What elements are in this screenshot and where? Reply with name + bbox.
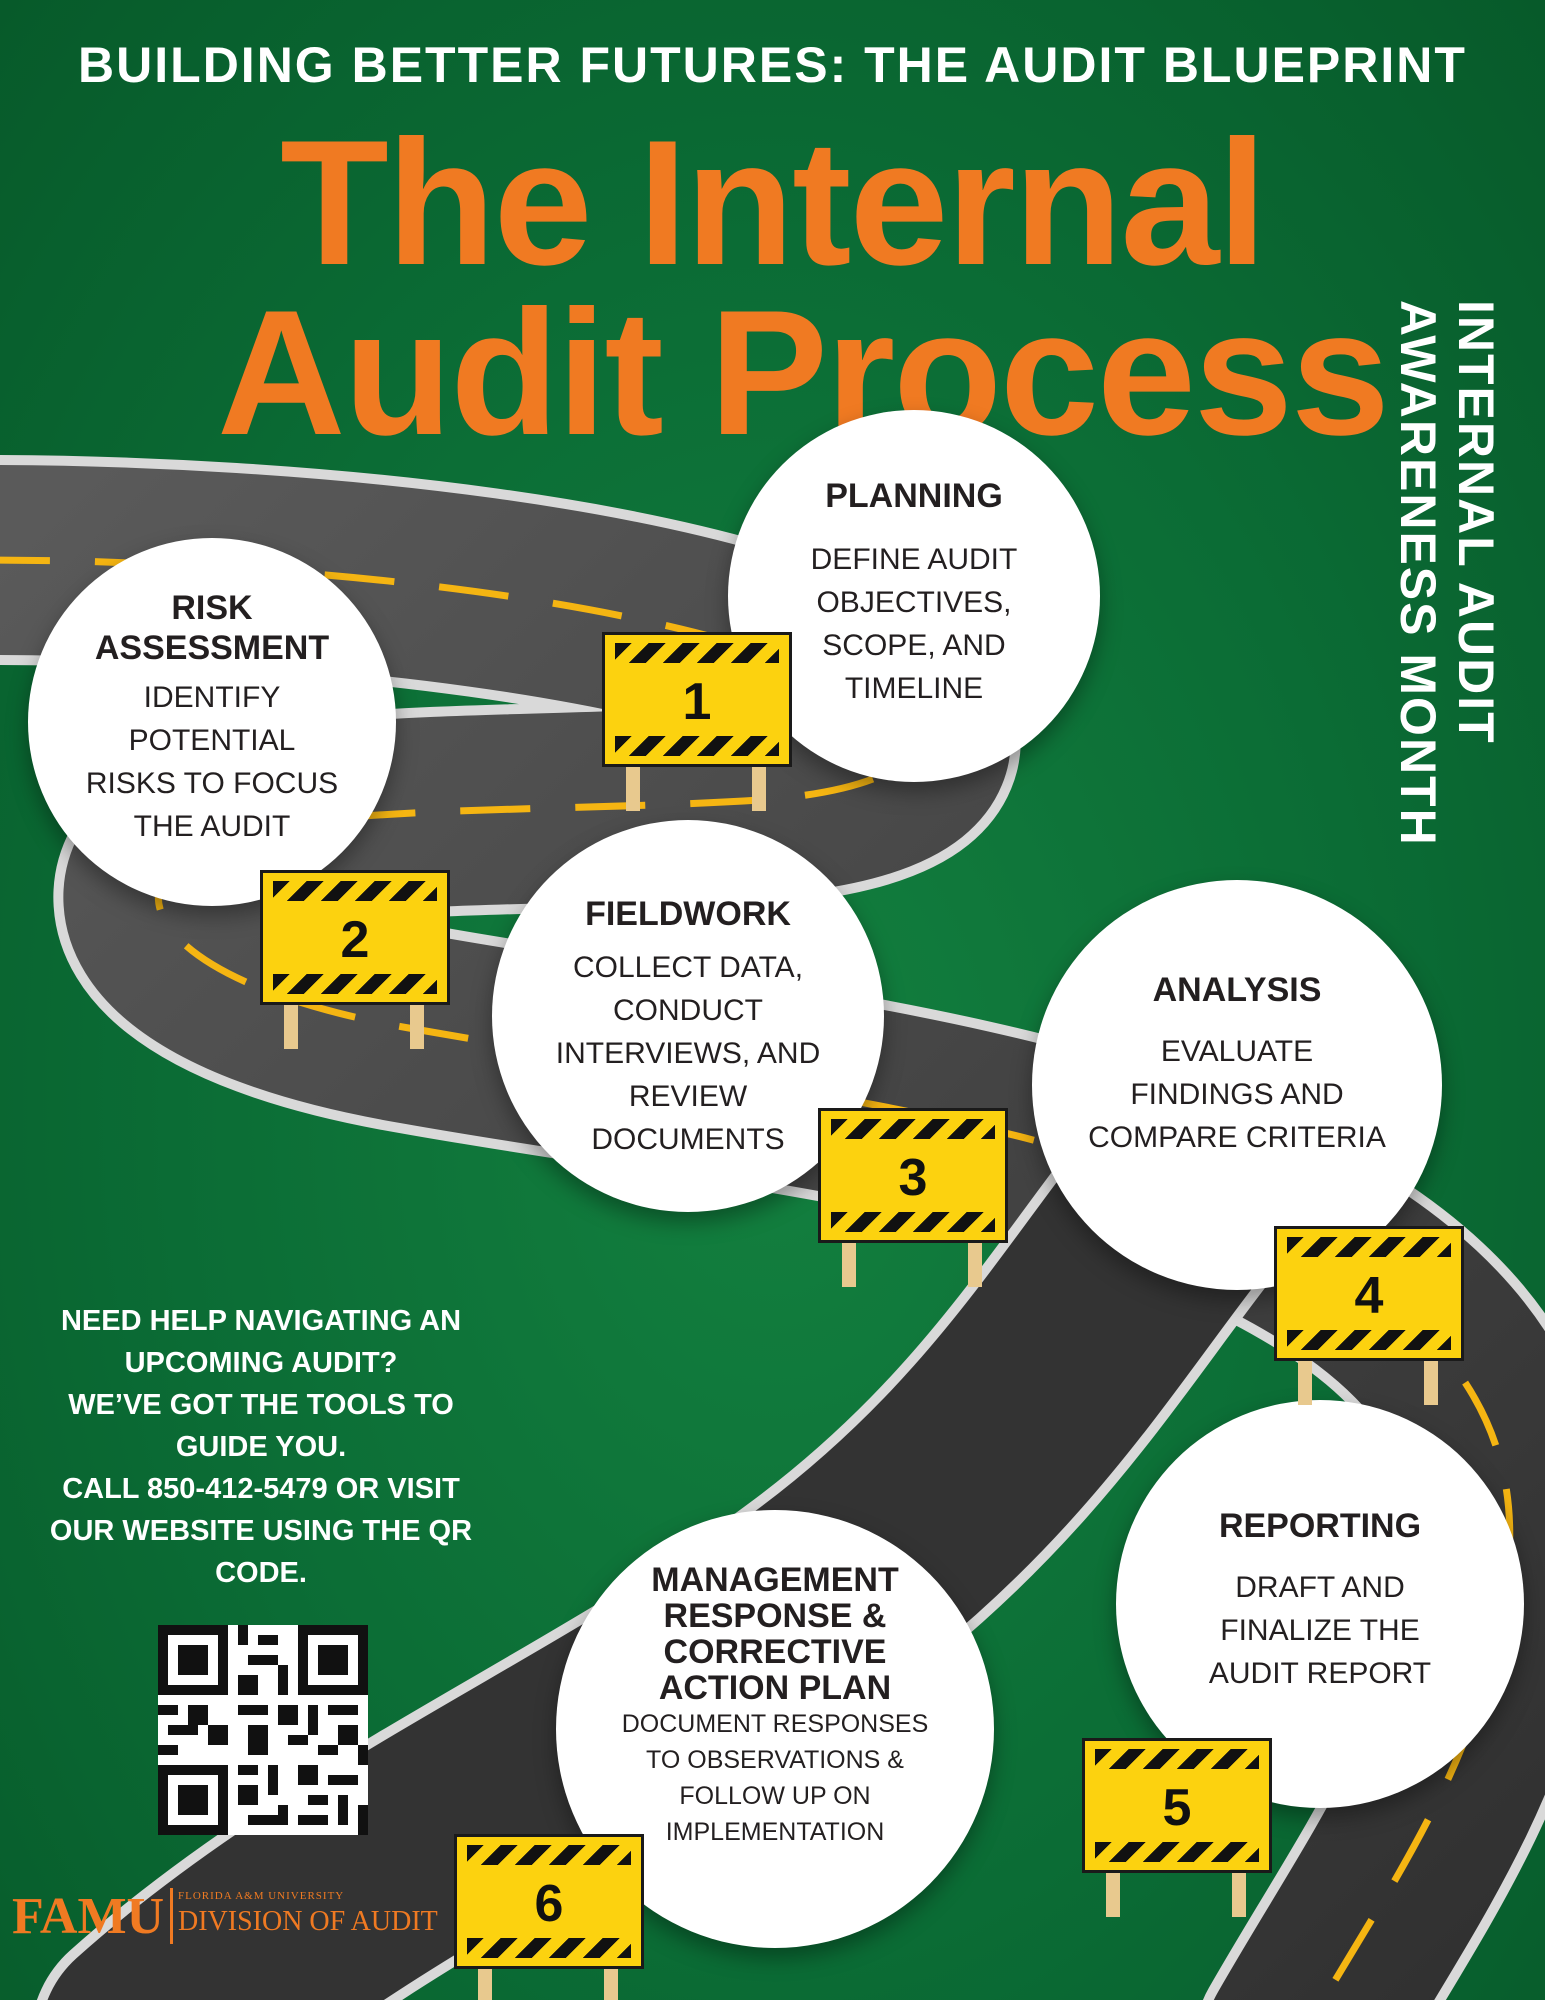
logo-mark: FAMU	[12, 1888, 165, 1945]
step-sign-3: 3	[818, 1108, 1008, 1287]
step-sign-2: 2	[260, 870, 450, 1049]
logo-division: DIVISION OF AUDIT	[178, 1906, 438, 1937]
step-desc-line: TO OBSERVATIONS &	[646, 1746, 904, 1774]
step-title: ANALYSIS	[1152, 971, 1322, 1009]
step-desc-line: FINALIZE THE	[1220, 1614, 1420, 1647]
step-title-line: ACTION PLAN	[658, 1669, 892, 1707]
famu-logo-icon: FAMU FLORIDA A&M UNIVERSITY DIVISION OF …	[12, 1886, 442, 1946]
step-desc-line: IDENTIFY	[143, 681, 281, 714]
step-title: PLANNING	[825, 477, 1003, 515]
step-desc-line: POTENTIAL	[128, 724, 296, 757]
help-line: GUIDE YOU.	[175, 1431, 347, 1463]
help-text: NEED HELP NAVIGATING AN UPCOMING AUDIT? …	[36, 1300, 486, 1594]
step-title-line: MANAGEMENT	[651, 1561, 899, 1599]
step-sign-5: 5	[1082, 1738, 1272, 1917]
step-number: 1	[682, 673, 712, 731]
step-number: 6	[534, 1875, 564, 1933]
step-number: 3	[898, 1149, 928, 1207]
step-desc-line: RISKS TO FOCUS	[85, 767, 339, 800]
step-title-line: CORRECTIVE	[663, 1633, 887, 1671]
step-desc-line: INTERVIEWS, AND	[555, 1037, 821, 1070]
help-line: OUR WEBSITE USING THE QR	[49, 1515, 473, 1547]
step-desc-line: EVALUATE	[1160, 1035, 1314, 1068]
step-number: 2	[340, 911, 370, 969]
awareness-line-2: AWARENESS MONTH	[1390, 300, 1446, 847]
step-desc-line: THE AUDIT	[133, 810, 291, 843]
awareness-month-label: INTERNAL AUDIT AWARENESS MONTH	[1375, 300, 1505, 870]
step-desc-line: REVIEW	[628, 1080, 748, 1113]
road-center-line	[0, 556, 1514, 2000]
step-desc-line: SCOPE, AND	[822, 629, 1006, 662]
step-title: REPORTING	[1218, 1507, 1422, 1545]
step-number: 4	[1354, 1267, 1384, 1325]
poster-subtitle: BUILDING BETTER FUTURES: THE AUDIT BLUEP…	[78, 37, 1467, 93]
step-desc-line: DOCUMENTS	[591, 1123, 785, 1156]
help-line: UPCOMING AUDIT?	[124, 1347, 398, 1379]
step-title-line: RISK	[171, 589, 253, 627]
step-sign-4: 4	[1274, 1226, 1464, 1405]
qr-code-icon[interactable]	[158, 1625, 368, 1835]
step-title-line: ASSESSMENT	[94, 629, 330, 667]
help-line: WE’VE GOT THE TOOLS TO	[68, 1389, 454, 1421]
step-desc-line: TIMELINE	[844, 672, 984, 705]
step-desc-line: DRAFT AND	[1235, 1571, 1405, 1604]
step-number: 5	[1162, 1779, 1192, 1837]
step-title: FIELDWORK	[585, 895, 791, 933]
poster-title-line-2: Audit Process	[217, 273, 1390, 472]
step-desc-line: FINDINGS AND	[1130, 1078, 1344, 1111]
logo-university: FLORIDA A&M UNIVERSITY	[178, 1890, 345, 1902]
step-desc-line: CONDUCT	[613, 994, 763, 1027]
step-desc-line: IMPLEMENTATION	[665, 1818, 885, 1846]
step-desc-line: DEFINE AUDIT	[810, 543, 1018, 576]
step-desc-line: AUDIT REPORT	[1208, 1657, 1432, 1690]
step-desc-line: COMPARE CRITERIA	[1088, 1121, 1386, 1154]
logo-divider	[170, 1888, 173, 1944]
step-desc-line: FOLLOW UP ON	[679, 1782, 871, 1810]
help-line: CALL 850-412-5479 OR VISIT	[62, 1473, 460, 1505]
step-sign-6: 6	[454, 1834, 644, 2000]
step-title-line: RESPONSE &	[663, 1597, 887, 1635]
step-analysis-circle: ANALYSIS EVALUATE FINDINGS AND COMPARE C…	[1032, 880, 1442, 1290]
step-risk-assessment-circle: RISK ASSESSMENT IDENTIFY POTENTIAL RISKS…	[28, 538, 396, 906]
step-desc-line: OBJECTIVES,	[816, 586, 1012, 619]
poster-title-line-1: The Internal	[280, 103, 1267, 302]
help-line: NEED HELP NAVIGATING AN	[60, 1305, 462, 1337]
step-desc-line: COLLECT DATA,	[572, 951, 804, 984]
step-desc-line: DOCUMENT RESPONSES	[621, 1710, 929, 1738]
help-line: CODE.	[215, 1557, 307, 1589]
awareness-line-1: INTERNAL AUDIT	[1448, 300, 1504, 745]
step-fieldwork-circle: FIELDWORK COLLECT DATA, CONDUCT INTERVIE…	[492, 820, 884, 1212]
step-sign-1: 1	[602, 632, 792, 811]
